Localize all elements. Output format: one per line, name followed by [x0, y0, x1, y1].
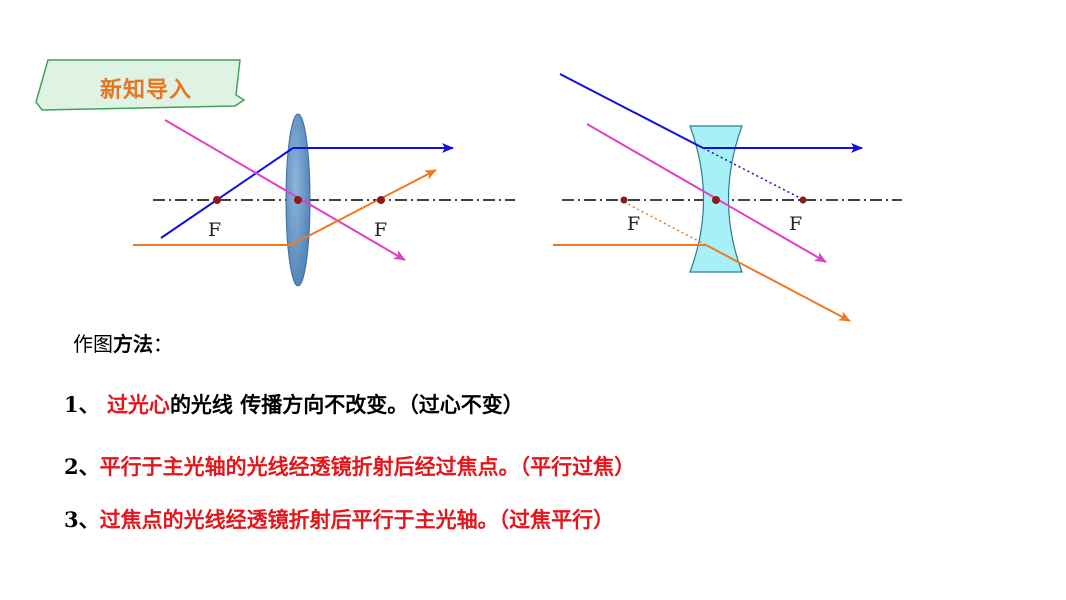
rule-3: 3、过焦点的光线经透镜折射后平行于主光轴。（过焦平行） [64, 504, 614, 534]
focus-left-dot [213, 196, 221, 204]
ray-blue-extension [702, 147, 801, 199]
focus-left-label: F [627, 213, 640, 235]
ray-orange-extension [623, 201, 707, 246]
badge-title: 新知导入 [100, 78, 193, 103]
rule-2: 2、平行于主光轴的光线经透镜折射后经过焦点。（平行过焦） [64, 451, 635, 481]
rule-1: 1、 过光心的光线 传播方向不改变。（过心不变） [64, 389, 524, 419]
ray-magenta [164, 119, 406, 261]
rule-1-black-text: 的光线 传播方向不改变。（过心不变） [169, 392, 524, 417]
rule-number: 1、 [64, 392, 107, 417]
method-suffix: ： [153, 332, 173, 356]
ray-orange-refracted [290, 169, 437, 246]
rule-3-red-text: 过焦点的光线经透镜折射后平行于主光轴。（过焦平行） [99, 507, 615, 532]
ray-blue-incident [160, 147, 294, 239]
section-badge [35, 59, 246, 111]
focus-right-dot [377, 196, 385, 204]
ray-orange-refracted [705, 244, 851, 322]
rule-number: 2、 [64, 454, 100, 479]
ray-blue-incident [559, 73, 704, 149]
convex-lens-diagram: F F [133, 113, 515, 287]
method-heading: 作图方法： [73, 328, 173, 357]
focus-right-label: F [789, 213, 802, 235]
method-prefix: 作图 [73, 332, 113, 356]
rule-1-red-text: 过光心 [106, 392, 170, 417]
rule-number: 3、 [64, 507, 100, 532]
optical-center-dot [712, 196, 720, 204]
method-bold: 方法 [113, 332, 153, 356]
concave-lens-diagram: F F [553, 73, 902, 322]
rule-2-red-text: 平行于主光轴的光线经透镜折射后经过焦点。（平行过焦） [99, 454, 636, 479]
focus-right-label: F [374, 219, 387, 241]
focus-left-label: F [208, 219, 221, 241]
focus-right-dot [799, 196, 807, 204]
badge-shape [35, 59, 246, 111]
optical-center-dot [294, 196, 302, 204]
focus-left-dot [620, 196, 628, 204]
ray-magenta [586, 123, 827, 263]
